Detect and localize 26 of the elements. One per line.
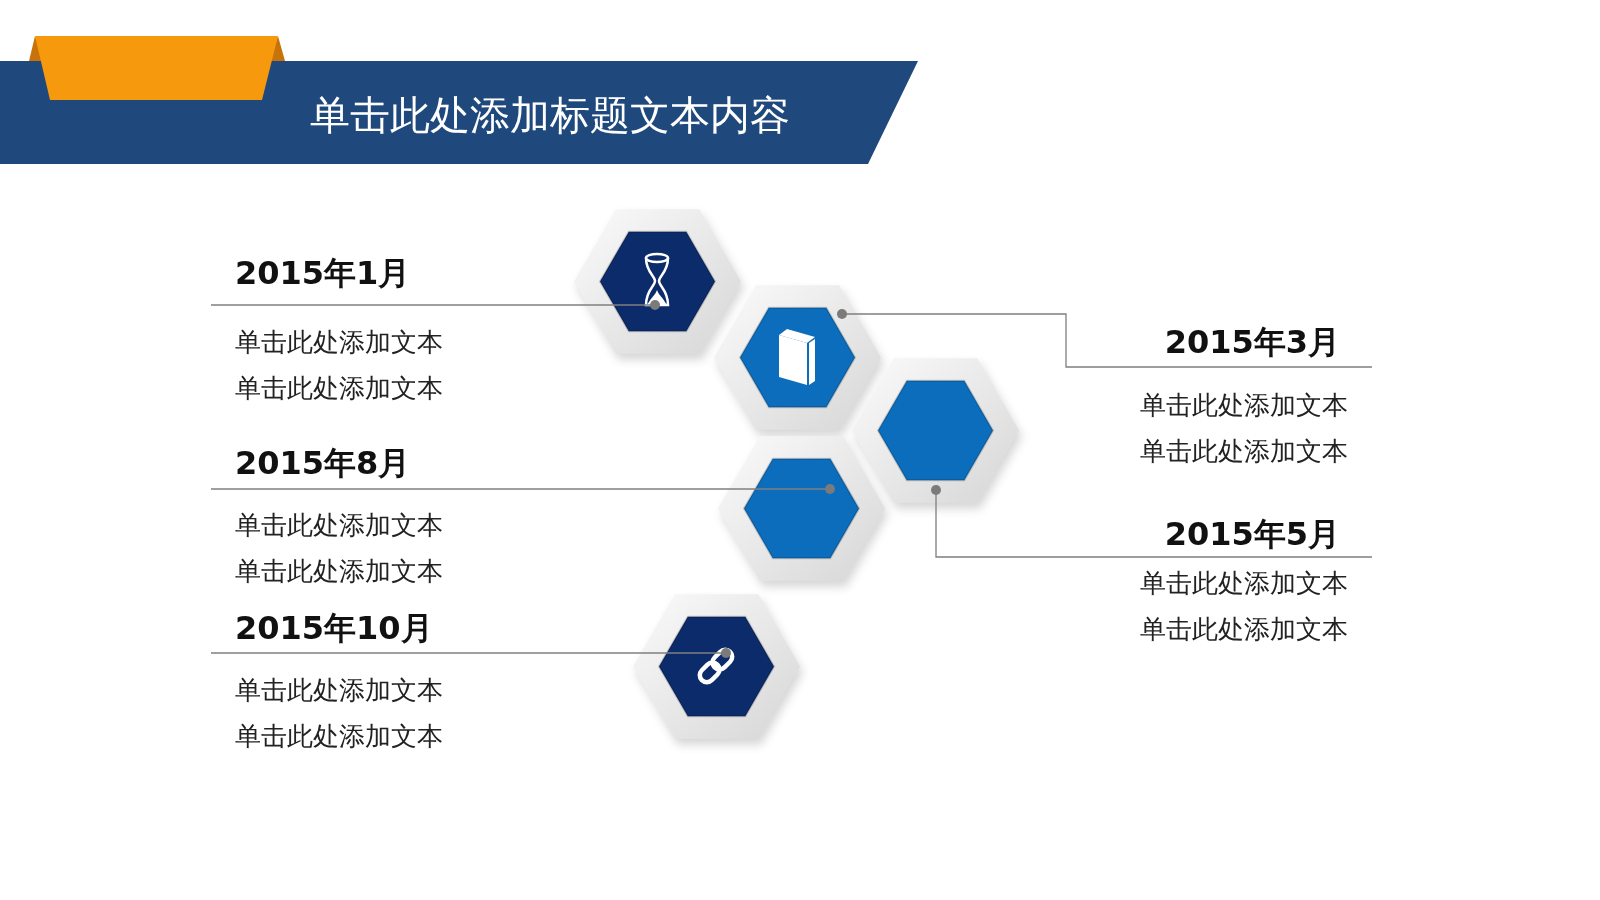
leader-line — [210, 484, 835, 494]
hexagon — [632, 593, 800, 739]
body-text: 单击此处添加文本 — [235, 674, 443, 707]
leader-line — [210, 648, 731, 658]
body-text: 单击此处添加文本 — [235, 372, 443, 405]
hexagon — [851, 357, 1019, 503]
body-text: 单击此处添加文本 — [235, 326, 443, 359]
date-heading: 2015年8月 — [235, 443, 411, 483]
date-heading: 2015年10月 — [235, 608, 433, 648]
hexagon — [713, 284, 881, 430]
date-heading: 2015年1月 — [235, 253, 411, 293]
body-text: 单击此处添加文本 — [1140, 389, 1348, 422]
title: 单击此处添加标题文本内容 — [310, 91, 790, 139]
body-text: 单击此处添加文本 — [235, 720, 443, 753]
hexagon — [717, 435, 885, 581]
hexagon — [573, 208, 741, 354]
body-text: 单击此处添加文本 — [235, 509, 443, 542]
date-heading: 2015年3月 — [1164, 322, 1340, 362]
body-text: 单击此处添加文本 — [1140, 613, 1348, 646]
leader-line — [210, 300, 660, 310]
date-heading: 2015年5月 — [1164, 514, 1340, 554]
leader-line — [837, 309, 1373, 368]
body-text: 单击此处添加文本 — [1140, 435, 1348, 468]
body-text: 单击此处添加文本 — [1140, 567, 1348, 600]
body-text: 单击此处添加文本 — [235, 555, 443, 588]
leader-line — [931, 485, 1373, 558]
